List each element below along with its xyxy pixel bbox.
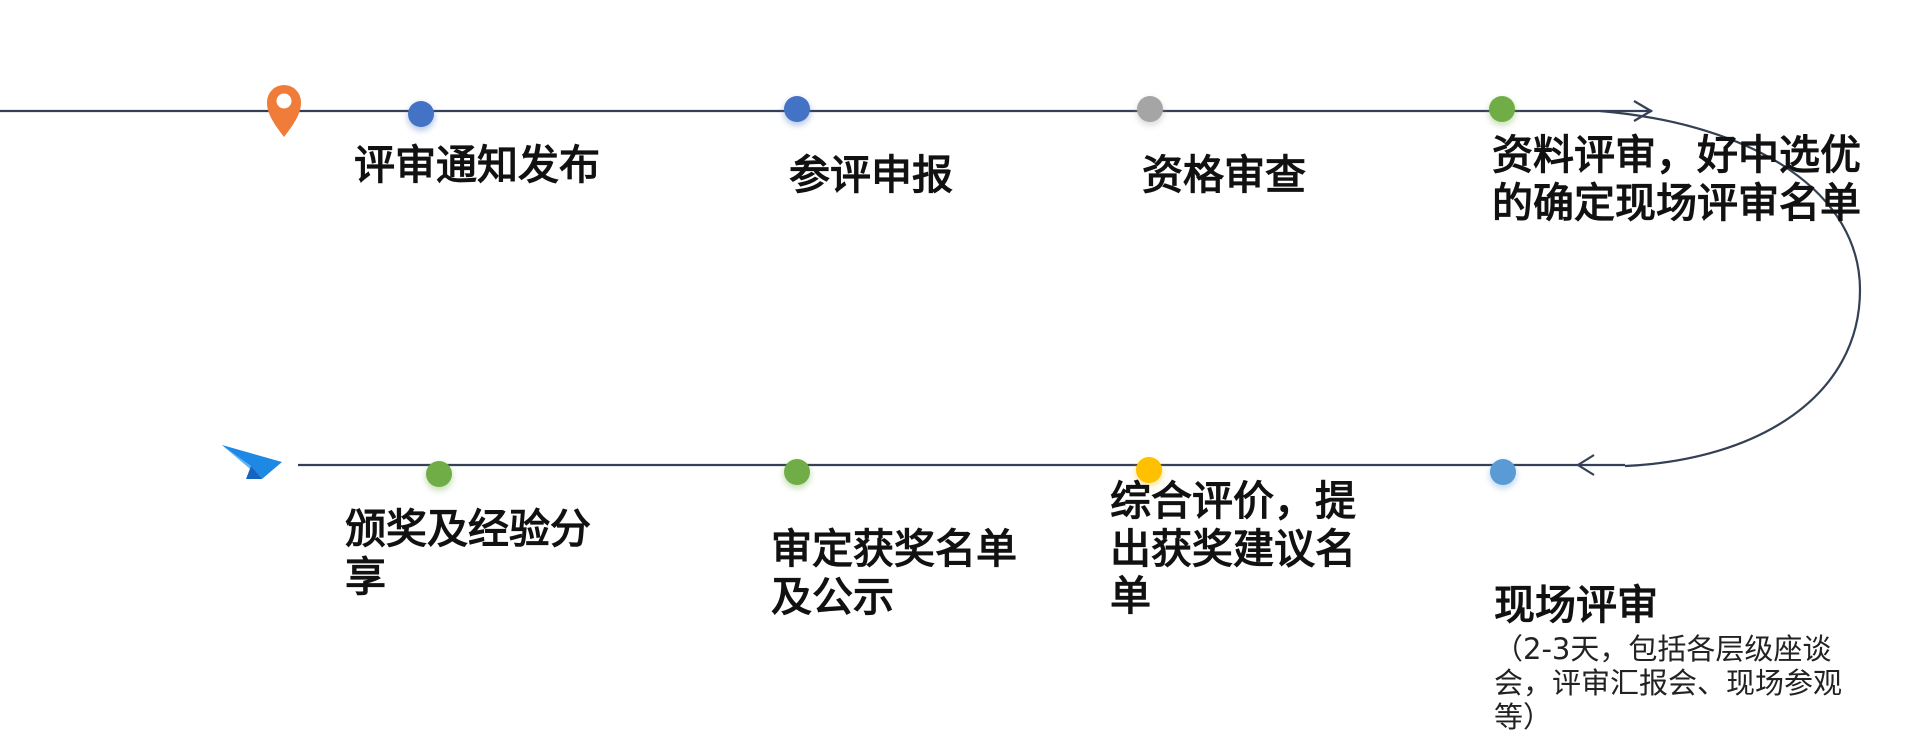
step-label-1: 评审通知发布 (354, 141, 600, 189)
return-curve (1599, 109, 1862, 468)
step-label-6: 综合评价，提出获奖建议名单 (1110, 477, 1356, 621)
step-dot-5 (1489, 459, 1517, 489)
bottom-track-arrowhead (1575, 454, 1595, 476)
step-detail-5: （2-3天，包括各层级座谈会，评审汇报会、现场参观等） (1494, 632, 1843, 735)
step-dot-6 (1135, 457, 1163, 487)
step-dots (407, 96, 1517, 491)
step-label-8: 颁奖及经验分享 (345, 505, 591, 601)
step-dot-7 (783, 459, 811, 489)
step-label-4: 资料评审，好中选优的确定现场评审名单 (1492, 131, 1861, 227)
step-dot-2 (783, 96, 811, 126)
location-pin-icon (267, 85, 301, 137)
step-dot-4 (1488, 96, 1516, 126)
step-label-2: 参评申报 (789, 151, 953, 199)
step-dot-1 (407, 101, 435, 131)
step-dot-8 (425, 461, 453, 491)
top-track-arrowhead (1633, 100, 1654, 122)
step-label-7: 审定获奖名单及公示 (771, 525, 1017, 621)
step-dot-3 (1136, 96, 1164, 126)
paper-plane-icon (222, 445, 282, 479)
step-label-3: 资格审查 (1142, 151, 1306, 199)
step-label-5: 现场评审 (1494, 581, 1658, 629)
